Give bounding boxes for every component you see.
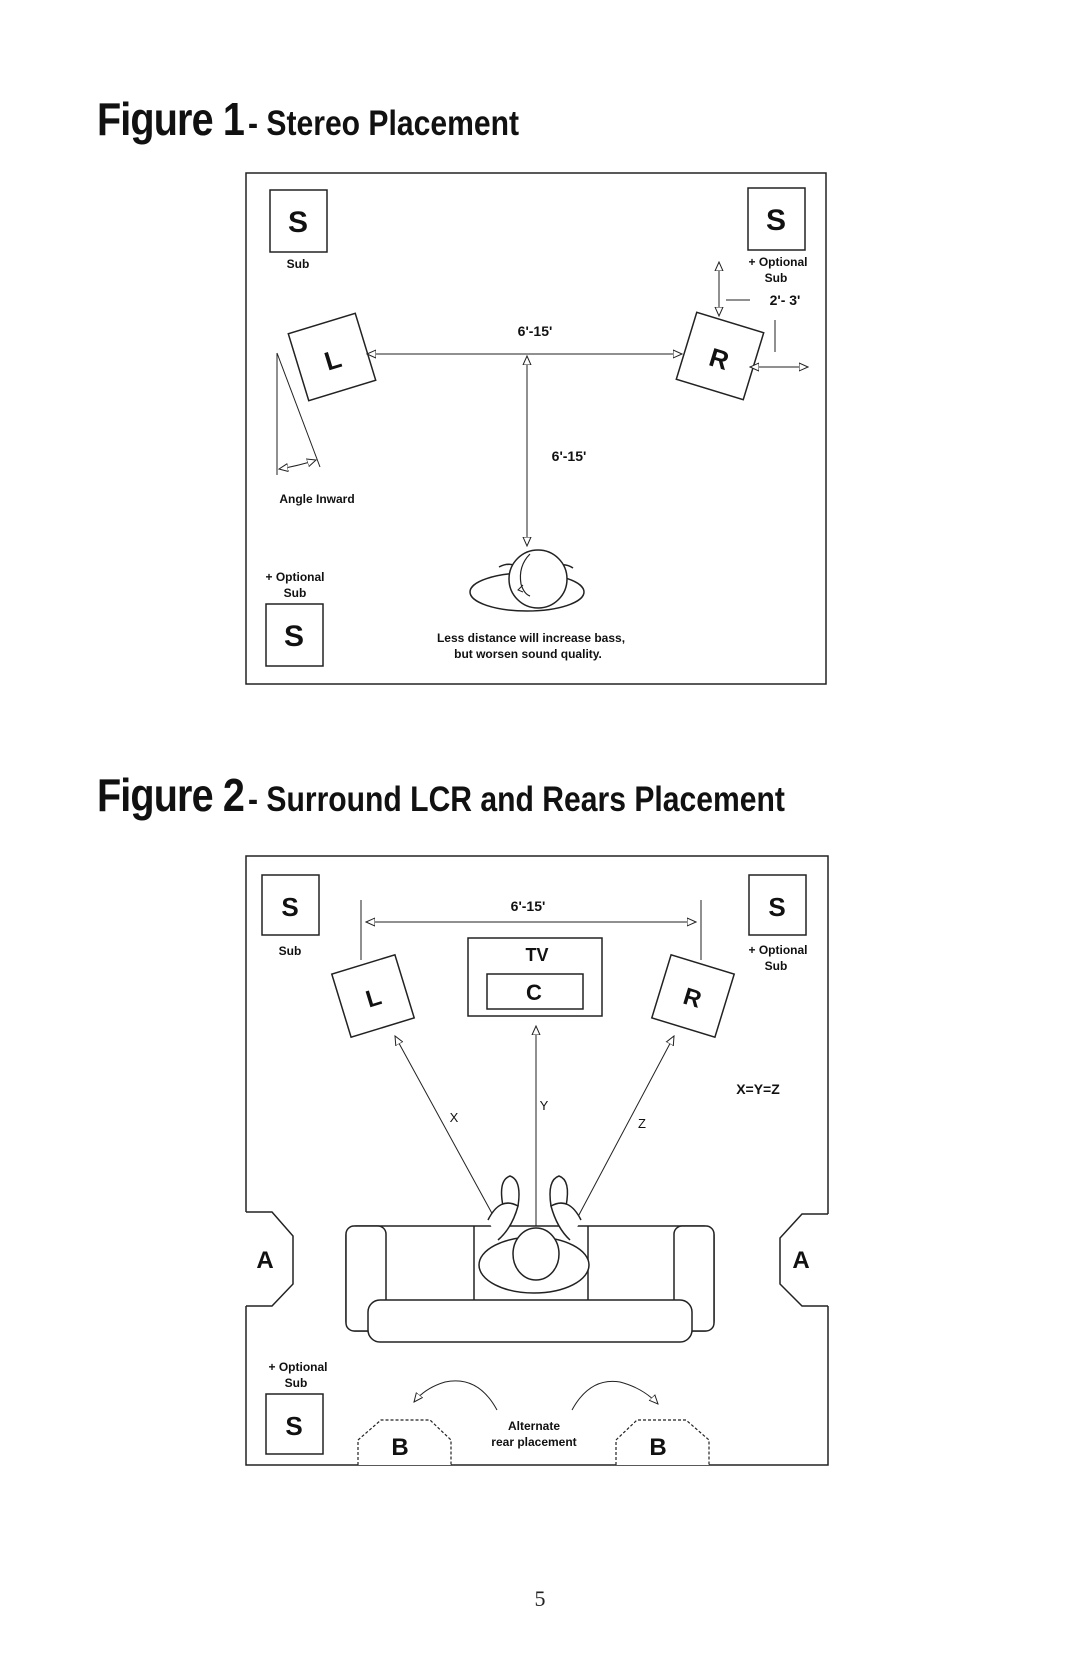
fig2-center-letter: C <box>526 980 542 1005</box>
figure-2-subtitle: - Surround LCR and Rears Placement <box>247 780 785 819</box>
fig2-rear-left: A <box>246 1211 294 1307</box>
fig2-sub-bottom-caption-1: + Optional <box>268 1360 327 1374</box>
fig1-sub-right-letter: S <box>766 204 786 237</box>
fig1-sub-left-caption: Sub <box>287 257 310 271</box>
fig2-listener-head <box>512 1227 560 1281</box>
fig2-sub-bottom: + Optional Sub S <box>265 1360 328 1455</box>
fig2-listener-hand-left <box>500 1175 520 1207</box>
page-number: 5 <box>534 1586 546 1611</box>
fig1-note-line-2: but worsen sound quality. <box>454 647 602 661</box>
fig2-tv-label: TV <box>525 945 548 965</box>
fig2-tv: TV C <box>467 937 603 1017</box>
figure-1-diagram: S Sub S + Optional Sub + Optional Sub S … <box>245 172 827 685</box>
fig1-speaker-right: R <box>675 311 765 401</box>
figure-1-title: Figure 1- Stereo Placement <box>97 92 563 146</box>
fig2-alt-caption-2: rear placement <box>491 1435 576 1449</box>
fig2-sub-bottom-caption-2: Sub <box>285 1376 308 1390</box>
fig1-sub-right-caption-2: Sub <box>765 271 788 285</box>
fig2-sofa-cushion <box>367 1299 693 1343</box>
fig1-sub-right-box <box>747 187 806 251</box>
fig1-angle-slanted-line <box>276 352 321 468</box>
fig1-depth-label: 6'-15' <box>552 448 587 464</box>
fig1-sub-right-caption-1: + Optional <box>748 255 807 269</box>
fig2-speaker-left-box <box>330 953 416 1039</box>
fig2-listener-arm-right <box>550 1202 582 1241</box>
fig1-sub-left: S Sub <box>269 189 328 271</box>
fig1-sub-bottom-caption-1: + Optional <box>265 570 324 584</box>
fig2-equation: X=Y=Z <box>736 1081 780 1097</box>
figure-2-diagram: S Sub S + Optional Sub + Optional Sub S <box>245 855 829 1466</box>
fig2-z-label: Z <box>638 1116 646 1131</box>
fig1-sub-bottom-box <box>265 603 324 667</box>
fig1-speaker-left: L <box>287 312 377 402</box>
fig1-sub-bottom-caption-2: Sub <box>284 586 307 600</box>
fig2-alt-caption-1: Alternate <box>508 1419 560 1433</box>
fig2-alt-rear-left: B <box>357 1419 452 1465</box>
fig2-sub-right-box <box>748 874 807 936</box>
fig2-x-label: X <box>450 1110 459 1125</box>
fig2-sub-right-caption-1: + Optional <box>748 943 807 957</box>
fig2-sub-left-caption: Sub <box>279 944 302 958</box>
fig2-alt-arc-left <box>414 1380 498 1411</box>
fig2-speaker-left: L <box>330 953 416 1039</box>
fig2-rear-right-letter: A <box>792 1247 809 1274</box>
fig2-alt-rear-right-shape <box>615 1419 710 1465</box>
fig2-z-line <box>571 1036 674 1229</box>
figure-2-room-outline <box>245 855 829 1466</box>
fig2-alt-rear-left-shape <box>357 1419 452 1465</box>
fig1-sub-bottom: + Optional Sub S <box>265 570 325 667</box>
fig2-rear-right-shape <box>779 1213 828 1307</box>
fig1-note-line-1: Less distance will increase bass, <box>437 631 625 645</box>
fig2-sub-left-box <box>261 874 320 936</box>
fig2-listener <box>478 1175 590 1294</box>
fig1-sub-left-letter: S <box>288 206 308 239</box>
fig2-rear-right: A <box>779 1213 828 1307</box>
fig2-alt-rear-right-letter: B <box>649 1434 666 1461</box>
fig1-angle-label: Angle Inward <box>279 492 354 506</box>
fig1-width-label: 6'-15' <box>518 323 553 339</box>
fig2-x-line <box>395 1036 501 1229</box>
figure-1-subtitle: - Stereo Placement <box>247 104 519 143</box>
fig2-speaker-right-box <box>650 953 736 1039</box>
fig1-angle-arc <box>279 460 316 469</box>
fig1-speaker-left-box <box>287 312 377 402</box>
fig2-speaker-right: R <box>650 953 736 1039</box>
fig1-listener <box>469 549 585 612</box>
figure-1-room-outline <box>245 172 827 685</box>
fig2-listener-arm-left <box>487 1202 519 1241</box>
figure-1-number: Figure 1 <box>97 93 245 145</box>
fig2-sub-right-letter: S <box>768 892 785 922</box>
figure-2-number: Figure 2 <box>97 769 245 821</box>
fig2-sub-left-letter: S <box>281 892 298 922</box>
fig1-sub-right: S + Optional Sub <box>747 187 808 285</box>
fig1-listener-face <box>519 553 531 597</box>
fig2-sub-right: S + Optional Sub <box>748 874 808 973</box>
fig2-sub-right-caption-2: Sub <box>765 959 788 973</box>
fig1-listener-nose <box>517 584 524 593</box>
fig2-center-speaker <box>486 973 584 1010</box>
fig2-sub-bottom-box <box>265 1393 324 1455</box>
fig1-sub-left-box <box>269 189 328 253</box>
fig2-alt-rear-left-letter: B <box>391 1434 408 1461</box>
fig2-y-label: Y <box>540 1098 549 1113</box>
fig1-sub-bottom-letter: S <box>284 620 304 653</box>
fig2-width-label: 6'-15' <box>511 898 546 914</box>
fig2-alt-arc-right <box>571 1380 658 1411</box>
fig2-rear-left-shape <box>246 1211 294 1307</box>
fig2-sub-bottom-letter: S <box>285 1411 302 1441</box>
fig2-sub-left: S Sub <box>261 874 320 958</box>
fig1-listener-head <box>508 549 568 609</box>
fig2-alt-rear-right: B <box>615 1419 710 1465</box>
fig2-listener-hand-right <box>549 1175 569 1207</box>
figure-2-title: Figure 2- Surround LCR and Rears Placeme… <box>97 768 872 822</box>
fig2-rear-left-letter: A <box>256 1247 273 1274</box>
fig1-wall-label: 2'- 3' <box>770 292 801 308</box>
